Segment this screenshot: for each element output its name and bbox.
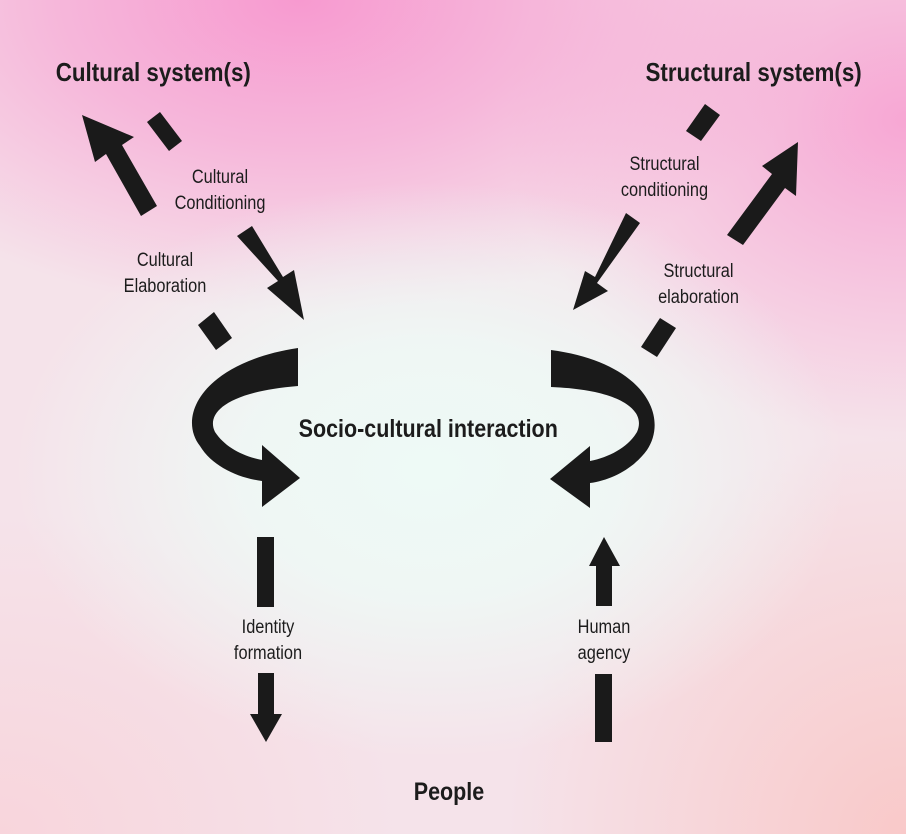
structural-conditioning-bar <box>686 104 720 141</box>
human-agency-arrow <box>589 537 620 606</box>
cultural-conditioning-arrow <box>237 226 304 320</box>
cultural-elaboration-bar <box>198 312 232 350</box>
human-agency-label: Human agency <box>577 617 631 664</box>
structural-elaboration-label: Structural elaboration <box>658 261 739 308</box>
people-label: People <box>413 778 485 806</box>
identity-formation-bar <box>257 537 274 607</box>
structural-conditioning-arrow <box>573 213 640 310</box>
structural-elaboration-bar <box>641 318 676 357</box>
identity-formation-label: Identity formation <box>233 617 303 664</box>
left-cycle-arrow <box>191 348 300 507</box>
identity-formation-arrow <box>250 673 282 742</box>
structural-elaboration-arrow <box>727 142 798 245</box>
cultural-conditioning-bar <box>147 112 182 151</box>
human-agency-bar <box>595 674 612 742</box>
socio-cultural-interaction-label: Socio-cultural interaction <box>298 415 558 443</box>
cultural-conditioning-label: Cultural Conditioning <box>174 167 266 214</box>
structural-system-label: Structural system(s) <box>645 57 862 87</box>
structural-conditioning-label: Structural conditioning <box>620 154 709 201</box>
cultural-elaboration-label: Cultural Elaboration <box>123 250 207 297</box>
right-cycle-arrow <box>550 350 655 508</box>
cultural-elaboration-arrow <box>82 115 157 216</box>
cultural-system-label: Cultural system(s) <box>55 57 251 87</box>
